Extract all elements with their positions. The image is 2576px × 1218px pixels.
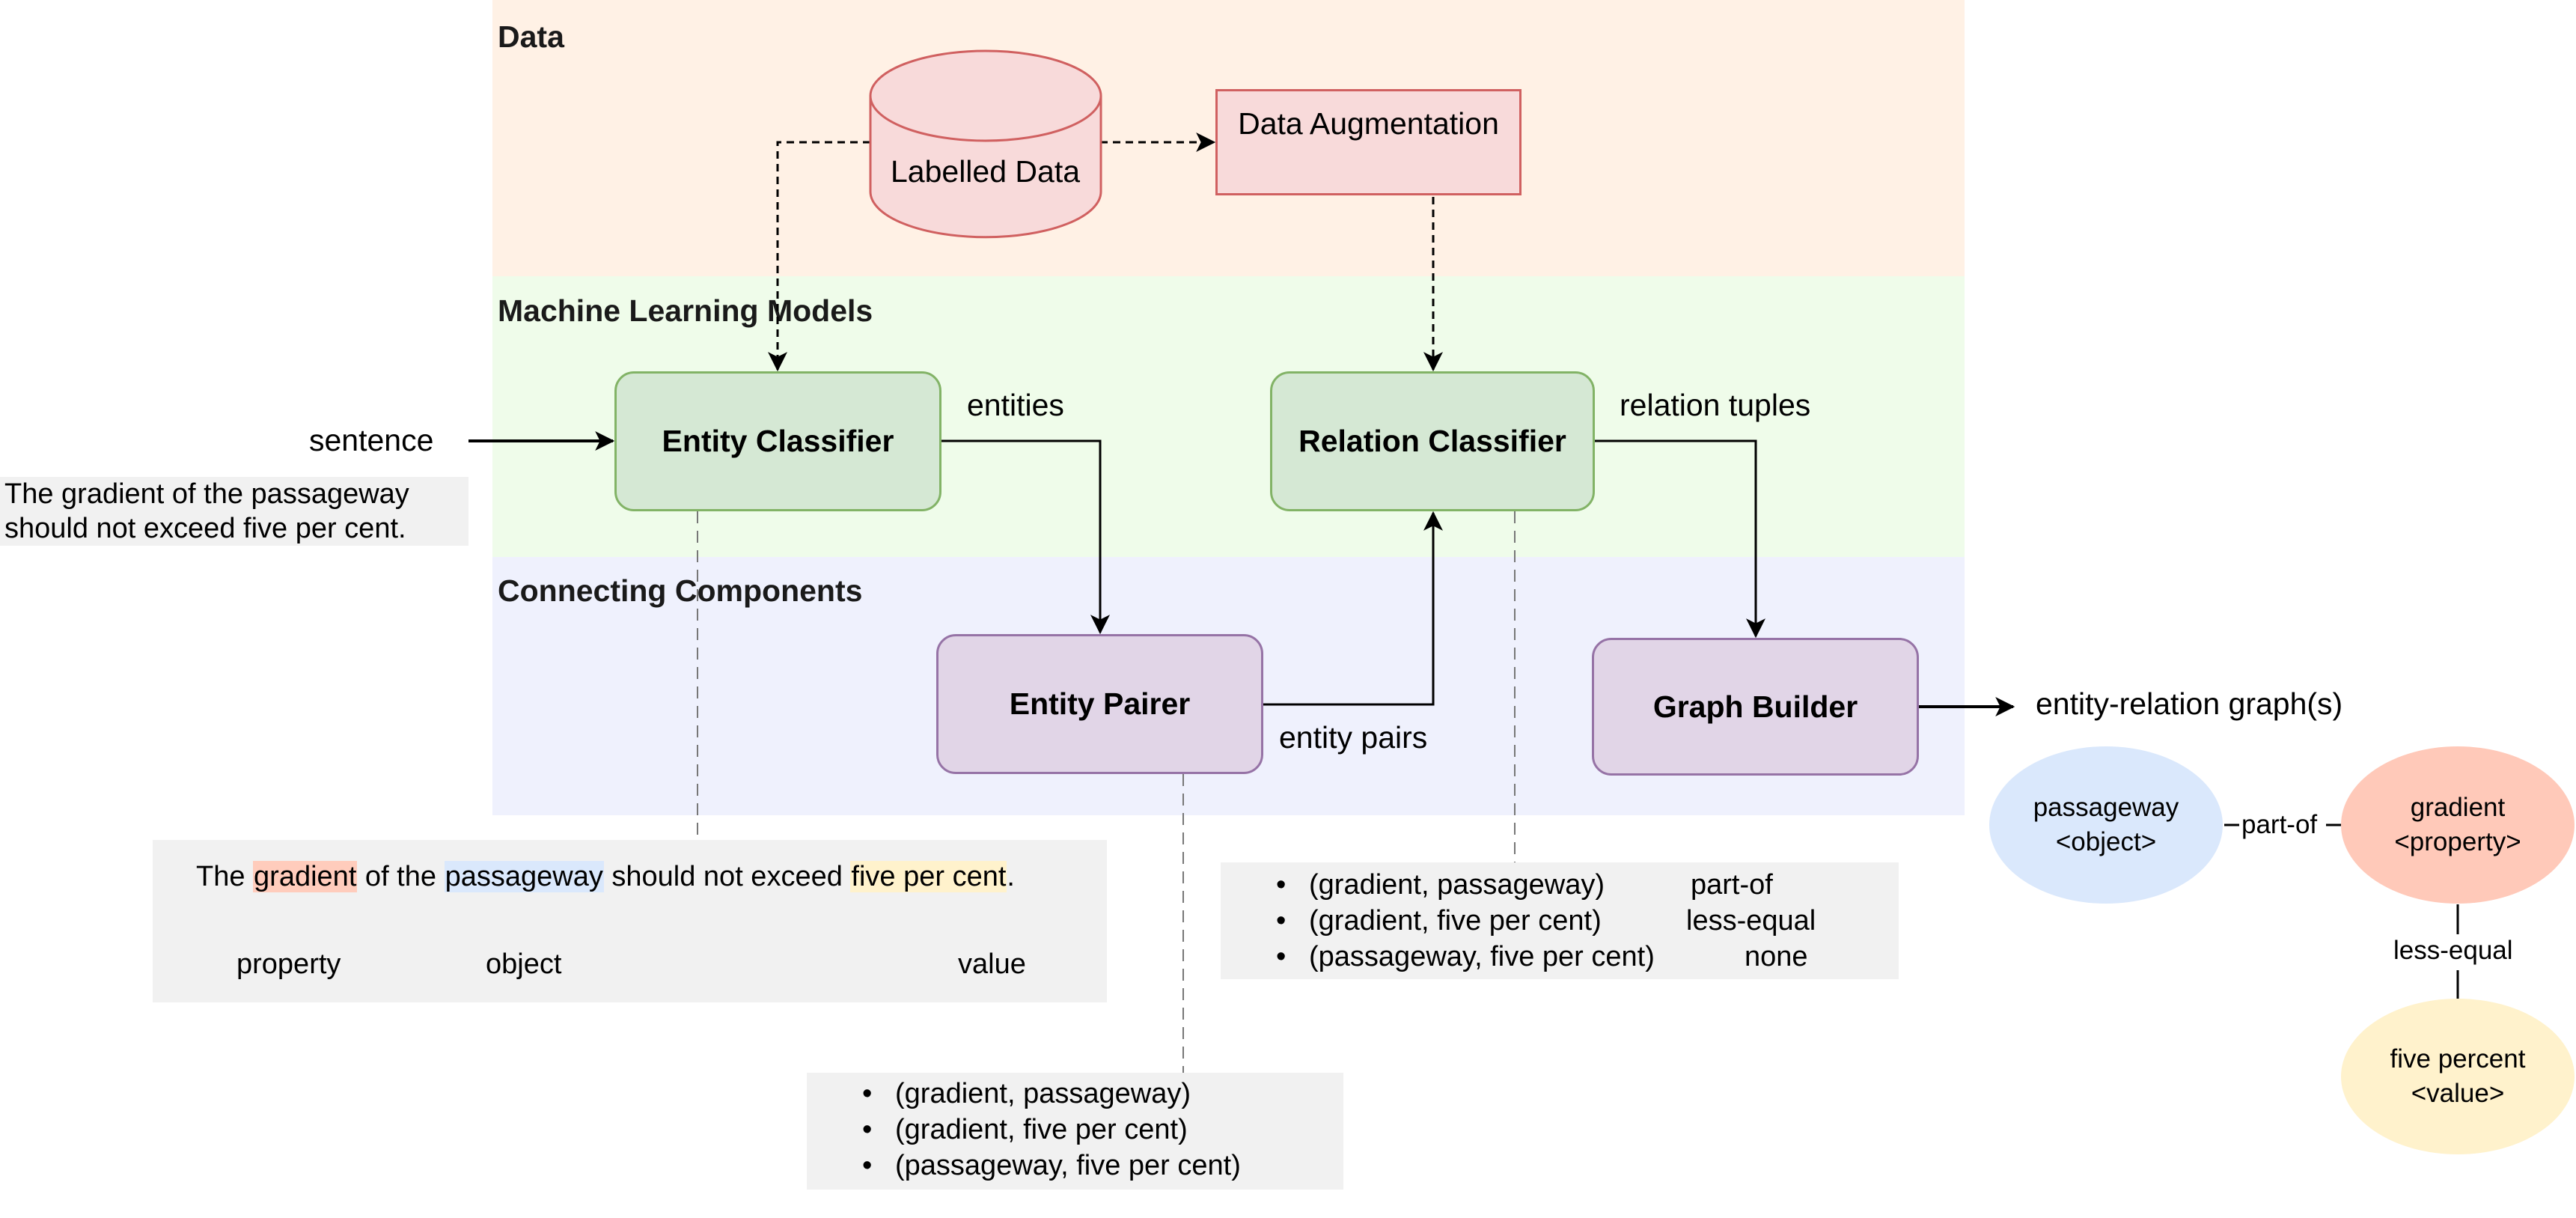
edge-label-entity-pairs: entity pairs bbox=[1279, 720, 1428, 755]
relation-tuple-relation: part-of bbox=[1691, 869, 1773, 901]
lane-data-label: Data bbox=[498, 19, 564, 54]
graph-edge-label-less-equal: less-equal bbox=[2393, 936, 2513, 965]
tagged-sentence-box: The gradient of the passageway should no… bbox=[153, 840, 1107, 1002]
graph-node-type: <property> bbox=[2394, 827, 2521, 856]
entity-pairs-box: (gradient, passageway) (gradient, five p… bbox=[807, 1073, 1343, 1190]
relation-classifier-label: Relation Classifier bbox=[1298, 424, 1566, 458]
entity-pair-item: (gradient, passageway) bbox=[807, 1076, 1343, 1112]
entity-pair-item: (gradient, five per cent) bbox=[807, 1112, 1343, 1148]
output-label: entity-relation graph(s) bbox=[2036, 686, 2343, 721]
tagged-sentence: The gradient of the passageway should no… bbox=[196, 856, 1015, 898]
relation-tuples-list: (gradient, passageway) part-of (gradient,… bbox=[1221, 867, 1899, 975]
relation-classifier-node[interactable]: Relation Classifier bbox=[1270, 371, 1595, 511]
relation-tuple-relation: none bbox=[1745, 941, 1808, 972]
labelled-data-label: Labelled Data bbox=[890, 154, 1081, 189]
edge-label-relation-tuples: relation tuples bbox=[1620, 388, 1811, 422]
graph-node-name: five percent bbox=[2390, 1044, 2526, 1074]
relation-tuple-item: (passageway, five per cent) none bbox=[1221, 939, 1899, 975]
graph-node-type: <object> bbox=[2055, 827, 2157, 856]
tagged-text-0: The bbox=[196, 861, 254, 892]
input-sentence-line-1: The gradient of the passageway bbox=[4, 478, 409, 510]
graph-node-gradient[interactable]: gradient <property> bbox=[2341, 746, 2575, 904]
entity-highlight-value: five per cent bbox=[850, 861, 1007, 892]
data-augmentation-node[interactable]: Data Augmentation bbox=[1215, 89, 1522, 195]
entity-pairer-label: Entity Pairer bbox=[1009, 686, 1191, 721]
graph-node-name: passageway bbox=[2033, 793, 2179, 822]
data-augmentation-label: Data Augmentation bbox=[1238, 106, 1499, 141]
tagged-text-4: should not exceed bbox=[603, 861, 851, 892]
tagged-text-2: of the bbox=[357, 861, 445, 892]
lane-ml-models-label: Machine Learning Models bbox=[498, 293, 873, 328]
tag-label-property: property bbox=[236, 948, 341, 980]
relation-tuple-pair: (passageway, five per cent) bbox=[1309, 941, 1655, 972]
relation-tuple-pair: (gradient, five per cent) bbox=[1309, 905, 1602, 937]
graph-builder-node[interactable]: Graph Builder bbox=[1592, 638, 1919, 776]
input-sentence-box: The gradient of the passageway should no… bbox=[0, 477, 468, 546]
relation-tuple-item: (gradient, five per cent) less-equal bbox=[1221, 903, 1899, 939]
entity-classifier-node[interactable]: Entity Classifier bbox=[614, 371, 941, 511]
graph-builder-label: Graph Builder bbox=[1652, 689, 1858, 724]
entity-highlight-property: gradient bbox=[253, 861, 358, 892]
graph-node-five-percent[interactable]: five percent <value> bbox=[2341, 999, 2575, 1154]
entity-pairer-node[interactable]: Entity Pairer bbox=[936, 634, 1263, 774]
entity-highlight-object: passageway bbox=[444, 861, 604, 892]
input-sentence-line-2: should not exceed five per cent. bbox=[4, 513, 406, 544]
relation-tuple-relation: less-equal bbox=[1686, 905, 1816, 937]
labelled-data-cylinder[interactable] bbox=[868, 46, 1103, 241]
relation-tuple-item: (gradient, passageway) part-of bbox=[1221, 867, 1899, 903]
relation-tuple-pair: (gradient, passageway) bbox=[1309, 869, 1605, 901]
entity-pair-item: (passageway, five per cent) bbox=[807, 1148, 1343, 1184]
entity-pairs-list: (gradient, passageway) (gradient, five p… bbox=[807, 1076, 1343, 1184]
tagged-text-6: . bbox=[1007, 861, 1015, 892]
graph-node-passageway[interactable]: passageway <object> bbox=[1989, 746, 2223, 904]
edge-label-entities: entities bbox=[967, 388, 1064, 422]
graph-node-name: gradient bbox=[2410, 793, 2506, 822]
tag-label-object: object bbox=[486, 948, 562, 980]
edge-label-sentence: sentence bbox=[309, 423, 434, 457]
graph-node-type: <value> bbox=[2411, 1079, 2505, 1108]
tag-label-value: value bbox=[958, 948, 1026, 980]
entity-classifier-label: Entity Classifier bbox=[662, 424, 894, 458]
graph-edge-label-part-of: part-of bbox=[2241, 810, 2318, 839]
lane-connecting-components-label: Connecting Components bbox=[498, 573, 863, 608]
relation-tuples-box: (gradient, passageway) part-of (gradient,… bbox=[1221, 862, 1899, 979]
